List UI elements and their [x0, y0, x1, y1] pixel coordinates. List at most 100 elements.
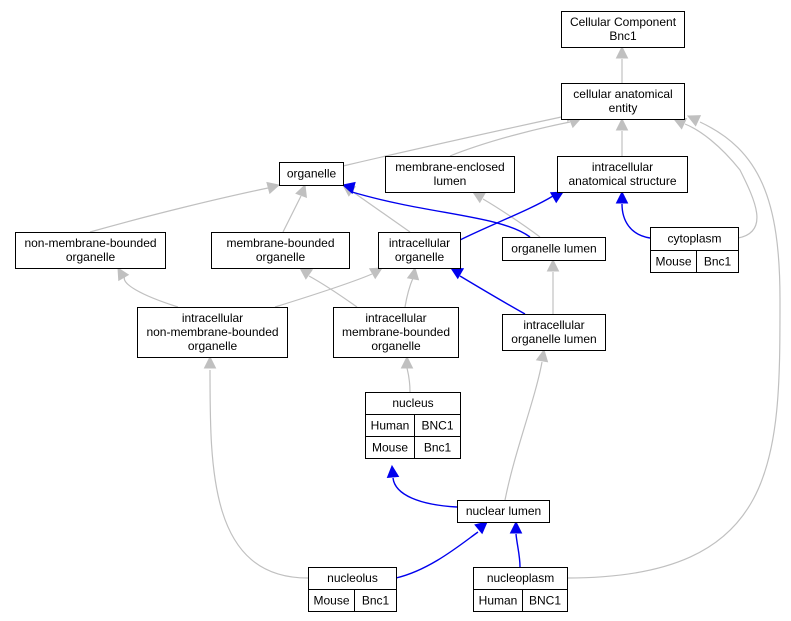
node-label: organelle lumen [511, 242, 596, 256]
arrowhead-icon [474, 521, 488, 535]
edge-mbo-to-organelle [282, 183, 307, 233]
node-box [378, 232, 461, 269]
node-label: nucleoplasm [487, 571, 554, 585]
gene-cell [696, 250, 739, 273]
arrowhead-icon [549, 191, 564, 204]
edge-io-to-ias [459, 191, 564, 241]
node-label: intracellular [365, 311, 426, 325]
edge-imbo-to-mbo [299, 267, 358, 308]
node-box [502, 237, 606, 261]
arrowhead-icon [341, 181, 356, 195]
edge-line [209, 369, 309, 579]
node-box [137, 307, 288, 358]
node-label: intracellular [182, 311, 243, 325]
node-label: organelle [188, 339, 238, 353]
node-label: cytoplasm [667, 232, 721, 246]
gene-label: BNC1 [421, 419, 453, 433]
node-label: non-membrane-bounded [146, 325, 278, 339]
species-label: Mouse [655, 255, 691, 269]
edge-nucleolus-to-inmbo [203, 355, 309, 579]
edge-line [459, 195, 554, 241]
arrowhead-icon [386, 464, 400, 479]
edge-ol-to-mel [472, 191, 541, 238]
gene-label: Bnc1 [424, 441, 452, 455]
edge-line [482, 198, 541, 238]
edge-nucleus-to-imbo [400, 355, 414, 393]
node-label: intracellular [592, 160, 653, 174]
node-label: nuclear lumen [466, 504, 541, 518]
node-label: intracellular [389, 236, 450, 250]
node-inmbo[interactable]: intracellularnon-membrane-boundedorganel… [137, 307, 288, 358]
node-box [561, 11, 685, 48]
edge-line [282, 195, 302, 233]
edge-nmbo-to-organelle [89, 181, 281, 233]
node-label: entity [609, 101, 638, 115]
node-box [333, 307, 459, 358]
gene-cell [522, 589, 568, 612]
node-box [557, 156, 688, 193]
edge-nl-to-iol [504, 348, 549, 501]
edge-line [352, 191, 411, 233]
node-label: nucleus [392, 396, 433, 410]
edge-inmbo-to-io [274, 267, 383, 308]
edge-iol-to-io [450, 267, 526, 315]
arrowhead-icon [615, 117, 629, 131]
edge-line [395, 531, 479, 579]
node-ol[interactable]: organelle lumen [502, 237, 606, 261]
arrowhead-icon [368, 267, 383, 280]
node-label: membrane-bounded [226, 236, 334, 250]
edge-iol-to-ol [546, 258, 560, 314]
edge-line [504, 361, 543, 501]
node-label: organelle [371, 339, 421, 353]
node-label: organelle lumen [511, 332, 596, 346]
arrowhead-icon [266, 181, 281, 195]
edge-cae-to-root [615, 45, 629, 83]
node-organelle[interactable]: organelle [279, 162, 344, 186]
edge-line [392, 477, 458, 508]
node-label: membrane-bounded [342, 325, 450, 339]
node-nl[interactable]: nuclear lumen [457, 500, 550, 523]
node-label: nucleolus [327, 571, 378, 585]
node-label: Cellular Component [570, 15, 677, 29]
arrowhead-icon [546, 258, 560, 272]
edge-nl-to-nucleus [386, 464, 458, 508]
node-label: organelle [66, 250, 116, 264]
edge-line [89, 187, 269, 233]
edge-line [342, 115, 567, 167]
species-label: Mouse [313, 594, 349, 608]
arrowhead-icon [509, 520, 523, 534]
edge-ol-to-organelle [341, 181, 531, 238]
edge-line [449, 121, 571, 157]
node-label: organelle [256, 250, 306, 264]
node-label: intracellular [523, 318, 584, 332]
edge-inmbo-to-nmbo [117, 267, 179, 308]
arrowhead-icon [400, 355, 414, 369]
species-gene-row: Mouse Bnc1 [308, 589, 397, 612]
edge-line [459, 275, 526, 315]
edge-line [308, 275, 358, 308]
node-box [279, 162, 344, 186]
gene-label: Bnc1 [362, 594, 390, 608]
edge-nucleolus-to-nl [395, 521, 488, 579]
node-label: lumen [434, 174, 467, 188]
arrowhead-icon [686, 115, 702, 127]
node-label: organelle [287, 167, 337, 181]
node-box [457, 500, 550, 523]
